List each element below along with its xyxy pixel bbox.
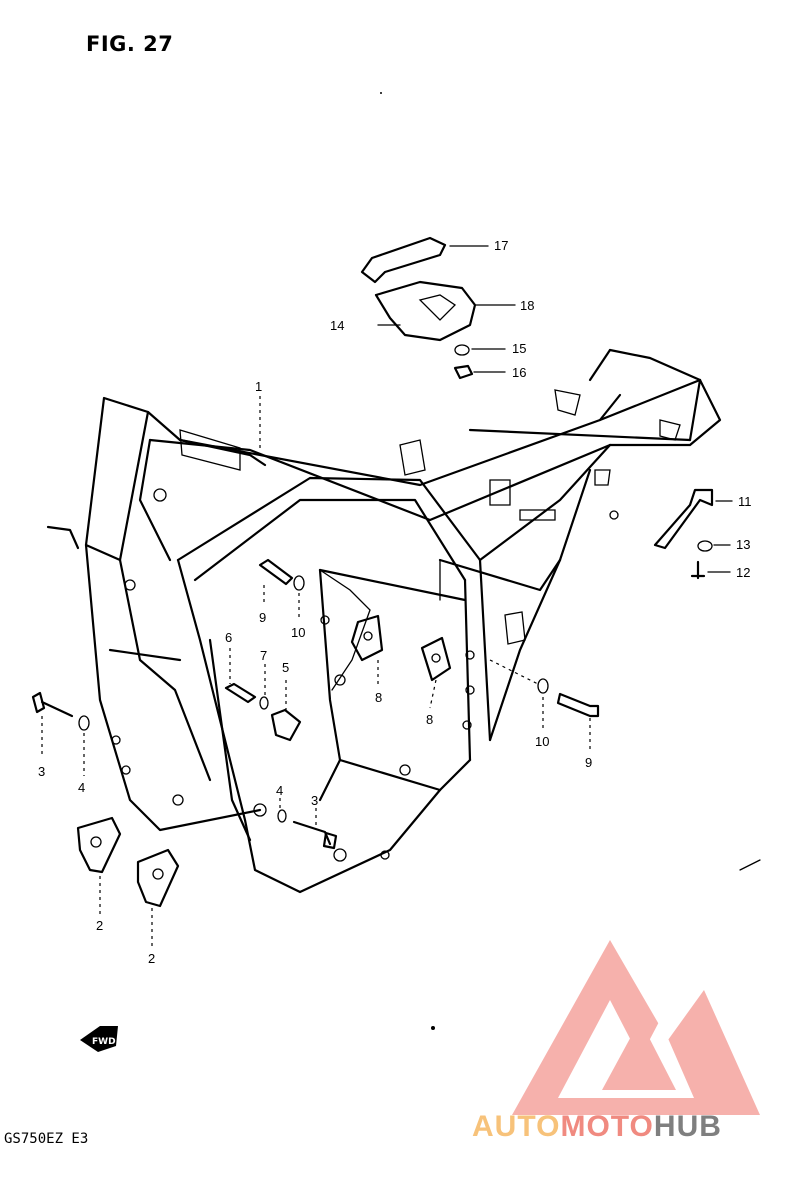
brand-hub: HUB (653, 1110, 722, 1143)
figure-title: FIG. 27 (86, 32, 174, 56)
callout-14: 14 (330, 318, 344, 333)
callout-6: 6 (225, 630, 232, 645)
watermark-logo (512, 940, 760, 1115)
watermark-brand: AUTOMOTOHUB (472, 1110, 722, 1144)
callout-11: 11 (738, 494, 752, 509)
plate-part8-left (350, 614, 384, 688)
callout-9-lower: 9 (585, 755, 592, 770)
bolt-part9-upper (258, 558, 294, 605)
brand-auto: AUTO (472, 1110, 561, 1143)
brand-moto: MOTO (560, 1110, 654, 1143)
callout-3-left: 3 (38, 764, 45, 779)
washer-part4-left (78, 715, 90, 776)
bracket-part11 (653, 488, 733, 550)
seat-strap-part17 (360, 236, 489, 284)
washer-part15 (454, 344, 506, 356)
detached-fragment (739, 859, 761, 871)
callout-16: 16 (512, 365, 526, 380)
bolt-part9-lower (556, 692, 600, 752)
washer-part4-right (277, 798, 287, 823)
callout-10-upper: 10 (291, 625, 305, 640)
callout-2-right: 2 (148, 951, 155, 966)
washer-part13 (697, 540, 731, 552)
battery-cover-part18 (374, 280, 516, 342)
callout-10-lower: 10 (535, 734, 549, 749)
callout-8-left: 8 (375, 690, 382, 705)
bolt-part3-right (292, 808, 338, 850)
engine-plate-part2-right (136, 848, 180, 948)
callout-7: 7 (260, 648, 267, 663)
nut-part16 (453, 364, 506, 380)
speck (380, 92, 382, 94)
callout-18: 18 (520, 298, 534, 313)
engine-plate-part2-left (76, 816, 122, 914)
callout-8-right: 8 (426, 712, 433, 727)
bolt-part6 (224, 648, 257, 704)
callout-17: 17 (494, 238, 508, 253)
washer-part7 (259, 664, 269, 710)
callout-4-left: 4 (78, 780, 85, 795)
callout-1: 1 (255, 379, 262, 394)
callout-5: 5 (282, 660, 289, 675)
callout-9-upper: 9 (259, 610, 266, 625)
fwd-label: FWD (92, 1037, 116, 1047)
callout-4-right: 4 (276, 783, 283, 798)
callout-3-right: 3 (311, 793, 318, 808)
washer-part10-lower (489, 659, 549, 732)
callout-2-left: 2 (96, 918, 103, 933)
frame-body (46, 348, 722, 894)
model-code: GS750EZ E3 (4, 1131, 89, 1147)
bolt-part12 (690, 560, 731, 580)
washer-part10-upper (293, 575, 305, 620)
plate-part5 (270, 680, 302, 742)
callout-12: 12 (736, 565, 750, 580)
plate-part8-right (420, 636, 452, 709)
callout-13: 13 (736, 537, 750, 552)
speck (431, 1026, 435, 1030)
callout-15: 15 (512, 341, 526, 356)
bolt-part3-left (31, 691, 74, 758)
fwd-arrow-icon: FWD (80, 1026, 118, 1052)
